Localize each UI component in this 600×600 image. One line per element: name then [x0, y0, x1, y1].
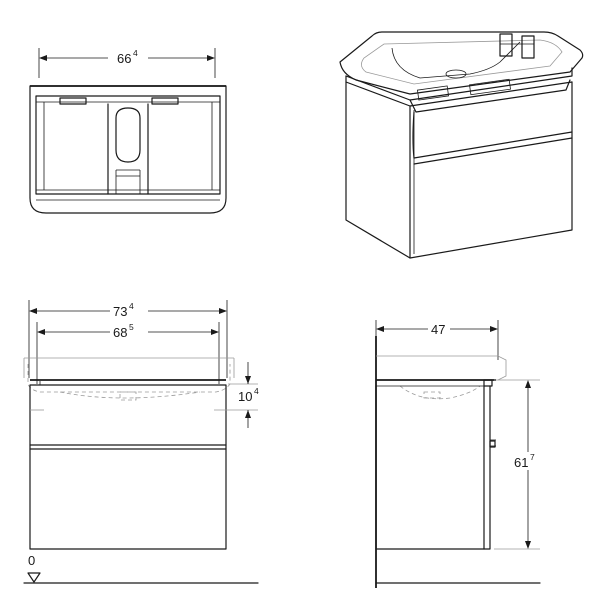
- dim-sup-top-width: 4: [133, 48, 138, 58]
- dimension-depth: 47: [375, 320, 499, 360]
- dimension-side-drop: 10 4: [30, 362, 259, 428]
- dim-sup-cabinet-width: 5: [129, 322, 134, 332]
- dim-label-depth: 47: [431, 322, 445, 337]
- dim-label-cabinet-width: 68: [113, 325, 127, 340]
- dimension-top-width: 66 4: [38, 48, 216, 78]
- dim-label-side-drop: 10: [238, 389, 252, 404]
- dim-label-floor-level: 0: [28, 553, 35, 568]
- front-view: 73 4 68 5: [23, 300, 259, 584]
- dim-sup-side-drop: 4: [254, 386, 259, 396]
- dimension-height: 61 7: [494, 379, 546, 550]
- dimension-overall-width: 73 4: [28, 300, 228, 378]
- side-view: 47 61 7: [375, 320, 546, 588]
- dim-label-height: 61: [514, 455, 528, 470]
- dim-label-top-width: 66: [117, 51, 131, 66]
- isometric-view: [339, 31, 584, 259]
- top-view: 66 4: [29, 48, 227, 214]
- dim-sup-height: 7: [530, 452, 535, 462]
- dim-label-overall-width: 73: [113, 304, 127, 319]
- floor-level-marker: [27, 572, 41, 583]
- dim-sup-overall-width: 4: [129, 301, 134, 311]
- dimension-cabinet-width: 68 5: [36, 322, 220, 384]
